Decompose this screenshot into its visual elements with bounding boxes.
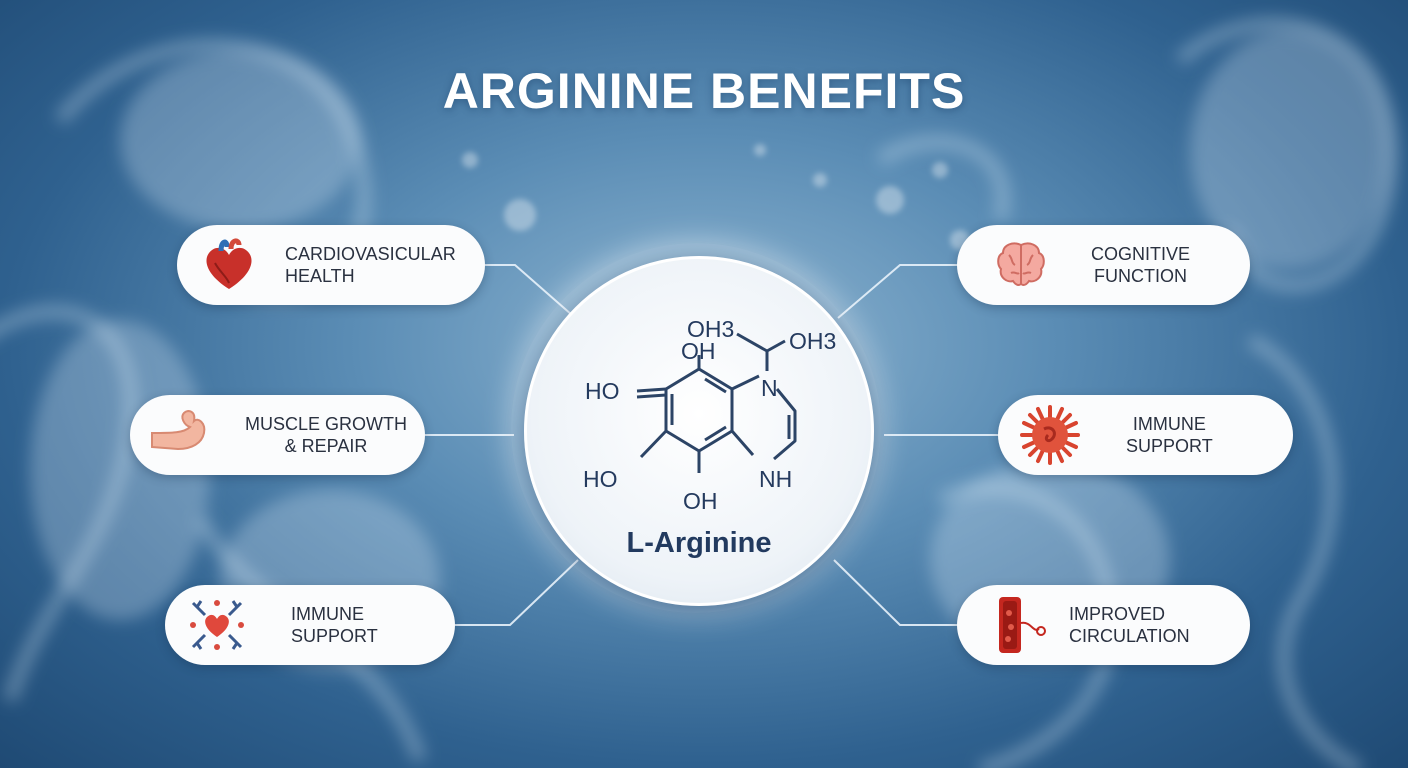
benefit-label: MUSCLE GROWTH & REPAIR — [245, 413, 407, 457]
benefit-card-muscle: MUSCLE GROWTH & REPAIR — [130, 395, 425, 475]
arginine-structure-diagram: OH3 OH OH3 HO N HO NH OH — [583, 316, 836, 514]
benefit-label-line1: IMMUNE — [1132, 414, 1206, 434]
benefit-label: CARDIOVASICULAR HEALTH — [285, 243, 456, 287]
benefit-label: IMMUNE SUPPORT — [291, 603, 378, 647]
benefit-label-line1: MUSCLE GROWTH — [245, 414, 407, 434]
benefit-card-immune-right: IMMUNE SUPPORT — [998, 395, 1293, 475]
benefit-label-line1: COGNITIVE — [1091, 244, 1191, 264]
benefit-label-line2: SUPPORT — [1126, 436, 1213, 456]
connector-circulation — [833, 559, 960, 626]
benefit-label-line2: & REPAIR — [284, 436, 368, 456]
benefit-label-line1: IMPROVED — [1069, 604, 1166, 624]
flexed-arm-icon — [151, 410, 206, 451]
immune-cell-icon — [1020, 405, 1080, 465]
molecule-name: L-Arginine — [626, 527, 772, 559]
molecule-label: OH3 — [687, 316, 734, 342]
benefit-card-cognitive: COGNITIVE FUNCTION — [957, 225, 1250, 305]
benefit-label: IMMUNE SUPPORT — [1126, 413, 1213, 457]
benefit-card-cardiovascular: CARDIOVASICULAR HEALTH — [177, 225, 485, 305]
benefit-label: IMPROVED CIRCULATION — [1069, 603, 1190, 647]
page-title: ARGININE BENEFITS — [442, 63, 966, 119]
connector-cardiovascular — [485, 264, 573, 316]
molecule-label: NH — [759, 466, 792, 492]
benefit-label: COGNITIVE FUNCTION — [1091, 243, 1190, 287]
benefit-label-line1: IMMUNE — [291, 604, 364, 624]
molecule-label: HO — [585, 378, 620, 404]
molecule-label: N — [761, 375, 778, 401]
brain-icon — [997, 242, 1045, 286]
connector-cognitive — [837, 264, 960, 319]
benefit-label-line2: HEALTH — [285, 266, 355, 286]
benefit-label-line1: CARDIOVASICULAR — [285, 244, 456, 264]
molecule-circle: OH3 OH OH3 HO N HO NH OH L-Arginine — [524, 256, 874, 606]
connector-immune-left — [455, 559, 579, 626]
molecule-label: OH — [683, 488, 718, 514]
molecule-label: HO — [583, 466, 618, 492]
benefit-card-circulation: IMPROVED CIRCULATION — [957, 585, 1250, 665]
benefit-label-line2: CIRCULATION — [1069, 626, 1190, 646]
molecule-label: OH — [681, 338, 716, 364]
benefit-label-line2: FUNCTION — [1094, 266, 1187, 286]
heart-icon — [206, 238, 252, 289]
benefit-card-immune-left: IMMUNE SUPPORT — [165, 585, 455, 665]
benefit-label-line2: SUPPORT — [291, 626, 378, 646]
blood-vessel-icon — [999, 597, 1046, 653]
antibody-heart-icon — [190, 600, 244, 650]
molecule-label: OH3 — [789, 328, 836, 354]
